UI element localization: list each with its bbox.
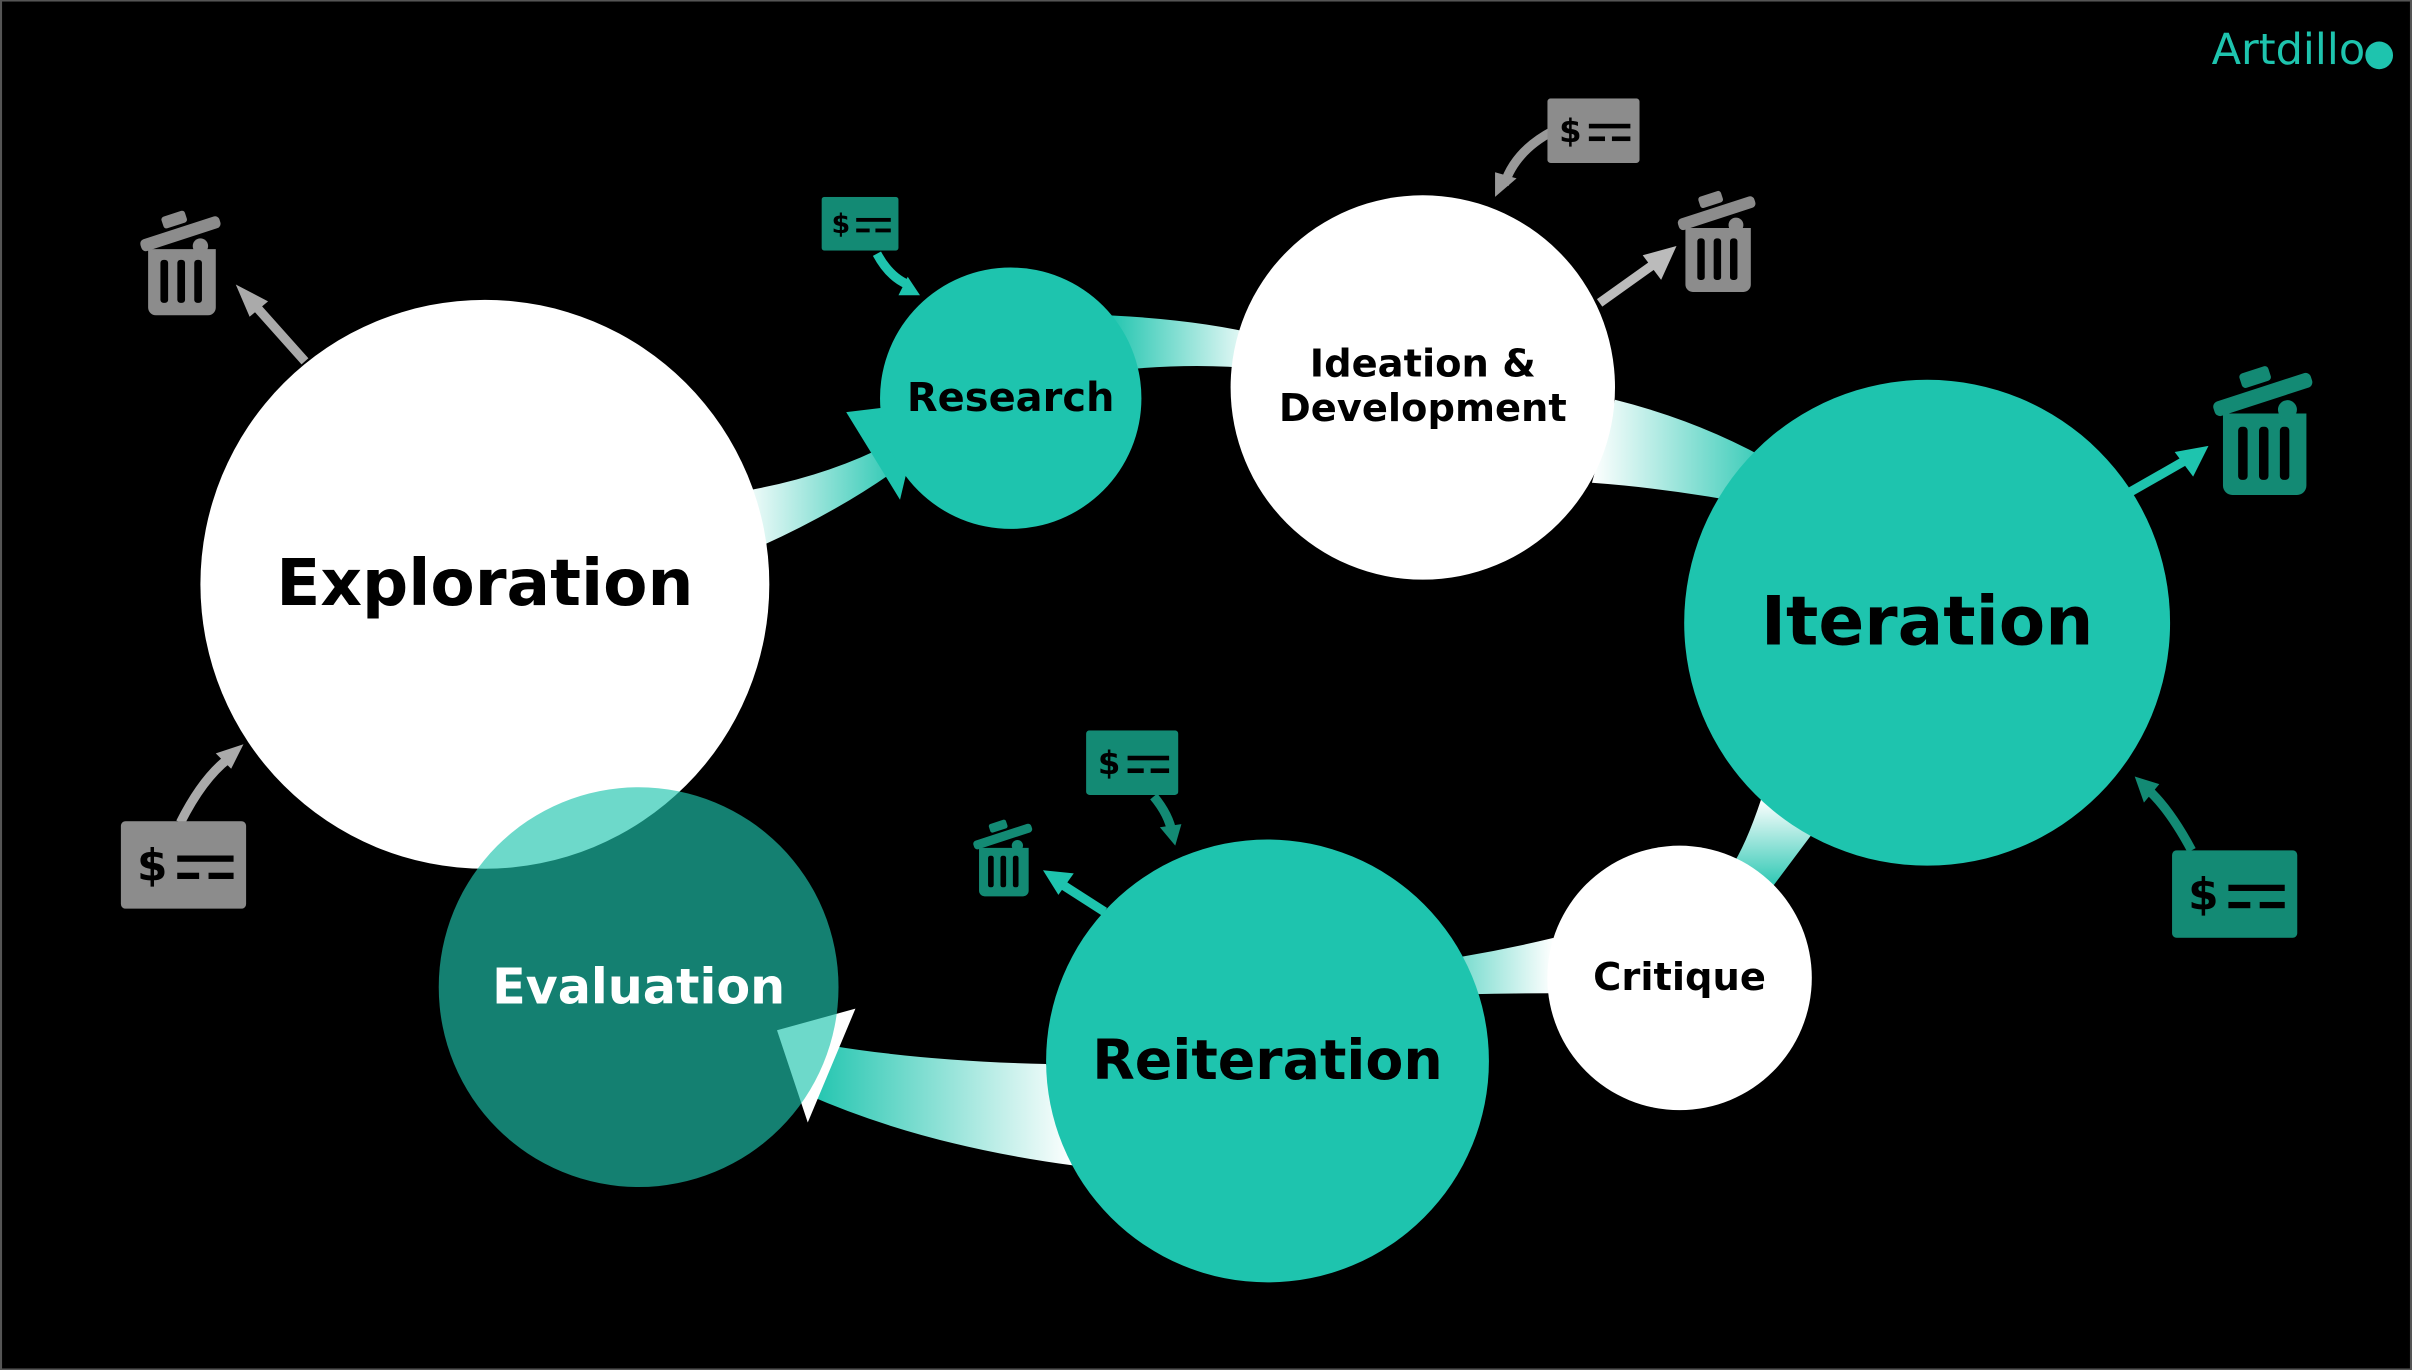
svg-text:Critique: Critique — [1593, 955, 1766, 1000]
node-research: Research — [880, 267, 1142, 529]
arrow-reiteration-to-evaluation — [807, 1045, 1074, 1166]
money-check-icon — [821, 196, 899, 251]
svg-text:Evaluation: Evaluation — [492, 958, 785, 1016]
node-critique: Critique — [1547, 845, 1812, 1111]
icon-arrows — [176, 126, 2209, 916]
armadillo-icon — [2365, 41, 2394, 70]
money-check-icon — [120, 821, 247, 909]
money-check-icon — [2172, 850, 2298, 938]
arrow-research-to-ideation — [1107, 315, 1262, 370]
svg-text:Ideation &: Ideation & — [1310, 341, 1536, 386]
node-ideation-development: Ideation & Development — [1230, 195, 1616, 580]
svg-text:Exploration: Exploration — [276, 546, 693, 621]
money-check-icon — [1547, 98, 1640, 163]
node-evaluation: Evaluation — [438, 714, 839, 1188]
svg-text:Reiteration: Reiteration — [1092, 1029, 1443, 1093]
svg-text:Artdillo: Artdillo — [2212, 25, 2366, 75]
svg-text:Iteration: Iteration — [1761, 581, 2094, 660]
node-exploration: Exploration — [200, 299, 770, 869]
svg-text:Development: Development — [1279, 386, 1567, 431]
arrow-exploration-to-research — [738, 438, 908, 546]
node-iteration: Iteration — [1684, 379, 2171, 866]
node-reiteration: Reiteration — [1046, 839, 1489, 1283]
artdillo-logo: Artdillo — [2212, 25, 2394, 75]
svg-text:Research: Research — [907, 375, 1115, 421]
money-check-icon — [1086, 730, 1179, 795]
arrow-evaluation-to-exploration — [480, 714, 598, 789]
